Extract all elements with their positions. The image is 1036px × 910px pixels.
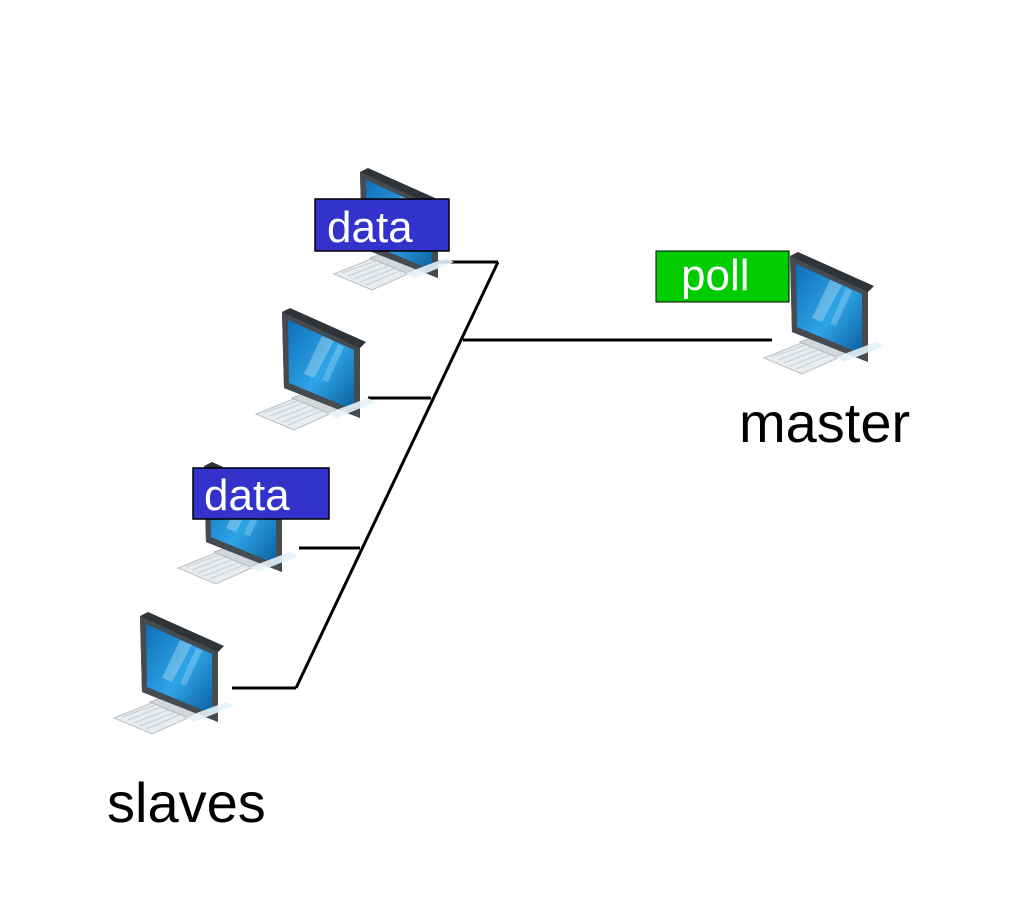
poll-message-box bbox=[655, 250, 790, 303]
data-message-1: data bbox=[314, 198, 450, 252]
poll-message: poll bbox=[655, 250, 790, 303]
master-label: master bbox=[739, 391, 910, 454]
data-message-2-box bbox=[192, 467, 330, 520]
slave-computer-2-icon bbox=[255, 307, 377, 431]
slave-computer-4-icon bbox=[113, 611, 235, 735]
data-message-2-text: data bbox=[204, 471, 290, 520]
bus-trunk bbox=[294, 261, 500, 689]
poll-message-text: poll bbox=[681, 251, 750, 300]
data-message-2: data bbox=[192, 467, 330, 520]
data-message-1-text: data bbox=[327, 203, 413, 252]
slaves-label: slaves bbox=[107, 771, 266, 834]
data-message-1-box bbox=[314, 198, 450, 252]
